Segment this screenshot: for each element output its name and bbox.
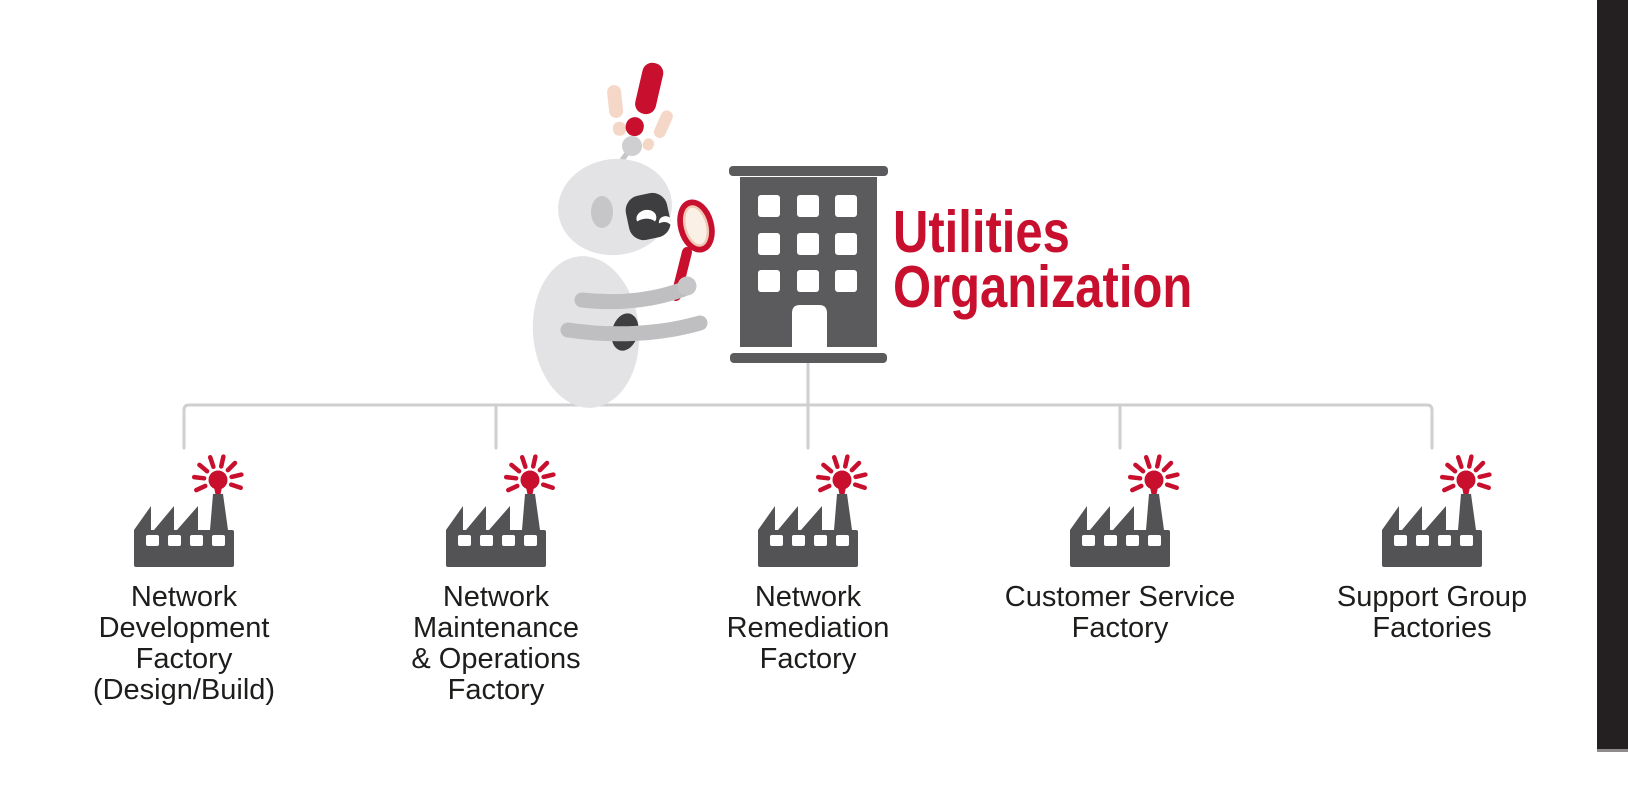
org-connector-lines bbox=[182, 361, 1434, 450]
factory-icons bbox=[134, 457, 1489, 567]
factory-icon bbox=[1070, 457, 1177, 567]
factory-label-network-development: Network Development Factory (Design/Buil… bbox=[92, 581, 276, 706]
robot-ear bbox=[591, 196, 613, 228]
factory-label-network-maintenance-operations: Network Maintenance & Operations Factory bbox=[411, 581, 581, 706]
right-black-bar bbox=[1597, 0, 1628, 752]
factory-icon bbox=[1382, 457, 1489, 567]
title-line-1: Utilities bbox=[893, 199, 1070, 265]
robot-arms bbox=[560, 281, 708, 342]
page-title: Utilities Organization bbox=[893, 199, 1193, 320]
factory-label-customer-service: Customer Service Factory bbox=[1004, 581, 1236, 644]
factory-icon bbox=[446, 457, 553, 567]
robot-eyes bbox=[633, 209, 672, 235]
factory-label-support-group: Support Group Factories bbox=[1336, 581, 1528, 644]
factory-label-network-remediation: Network Remediation Factory bbox=[726, 581, 890, 675]
factory-icon bbox=[758, 457, 865, 567]
office-building-icon bbox=[729, 166, 888, 363]
title-line-2: Organization bbox=[893, 254, 1193, 320]
exclamation-marks-icon bbox=[607, 62, 673, 151]
robot-inspector bbox=[532, 62, 715, 408]
factory-icon bbox=[134, 457, 241, 567]
robot-hand bbox=[677, 276, 697, 296]
